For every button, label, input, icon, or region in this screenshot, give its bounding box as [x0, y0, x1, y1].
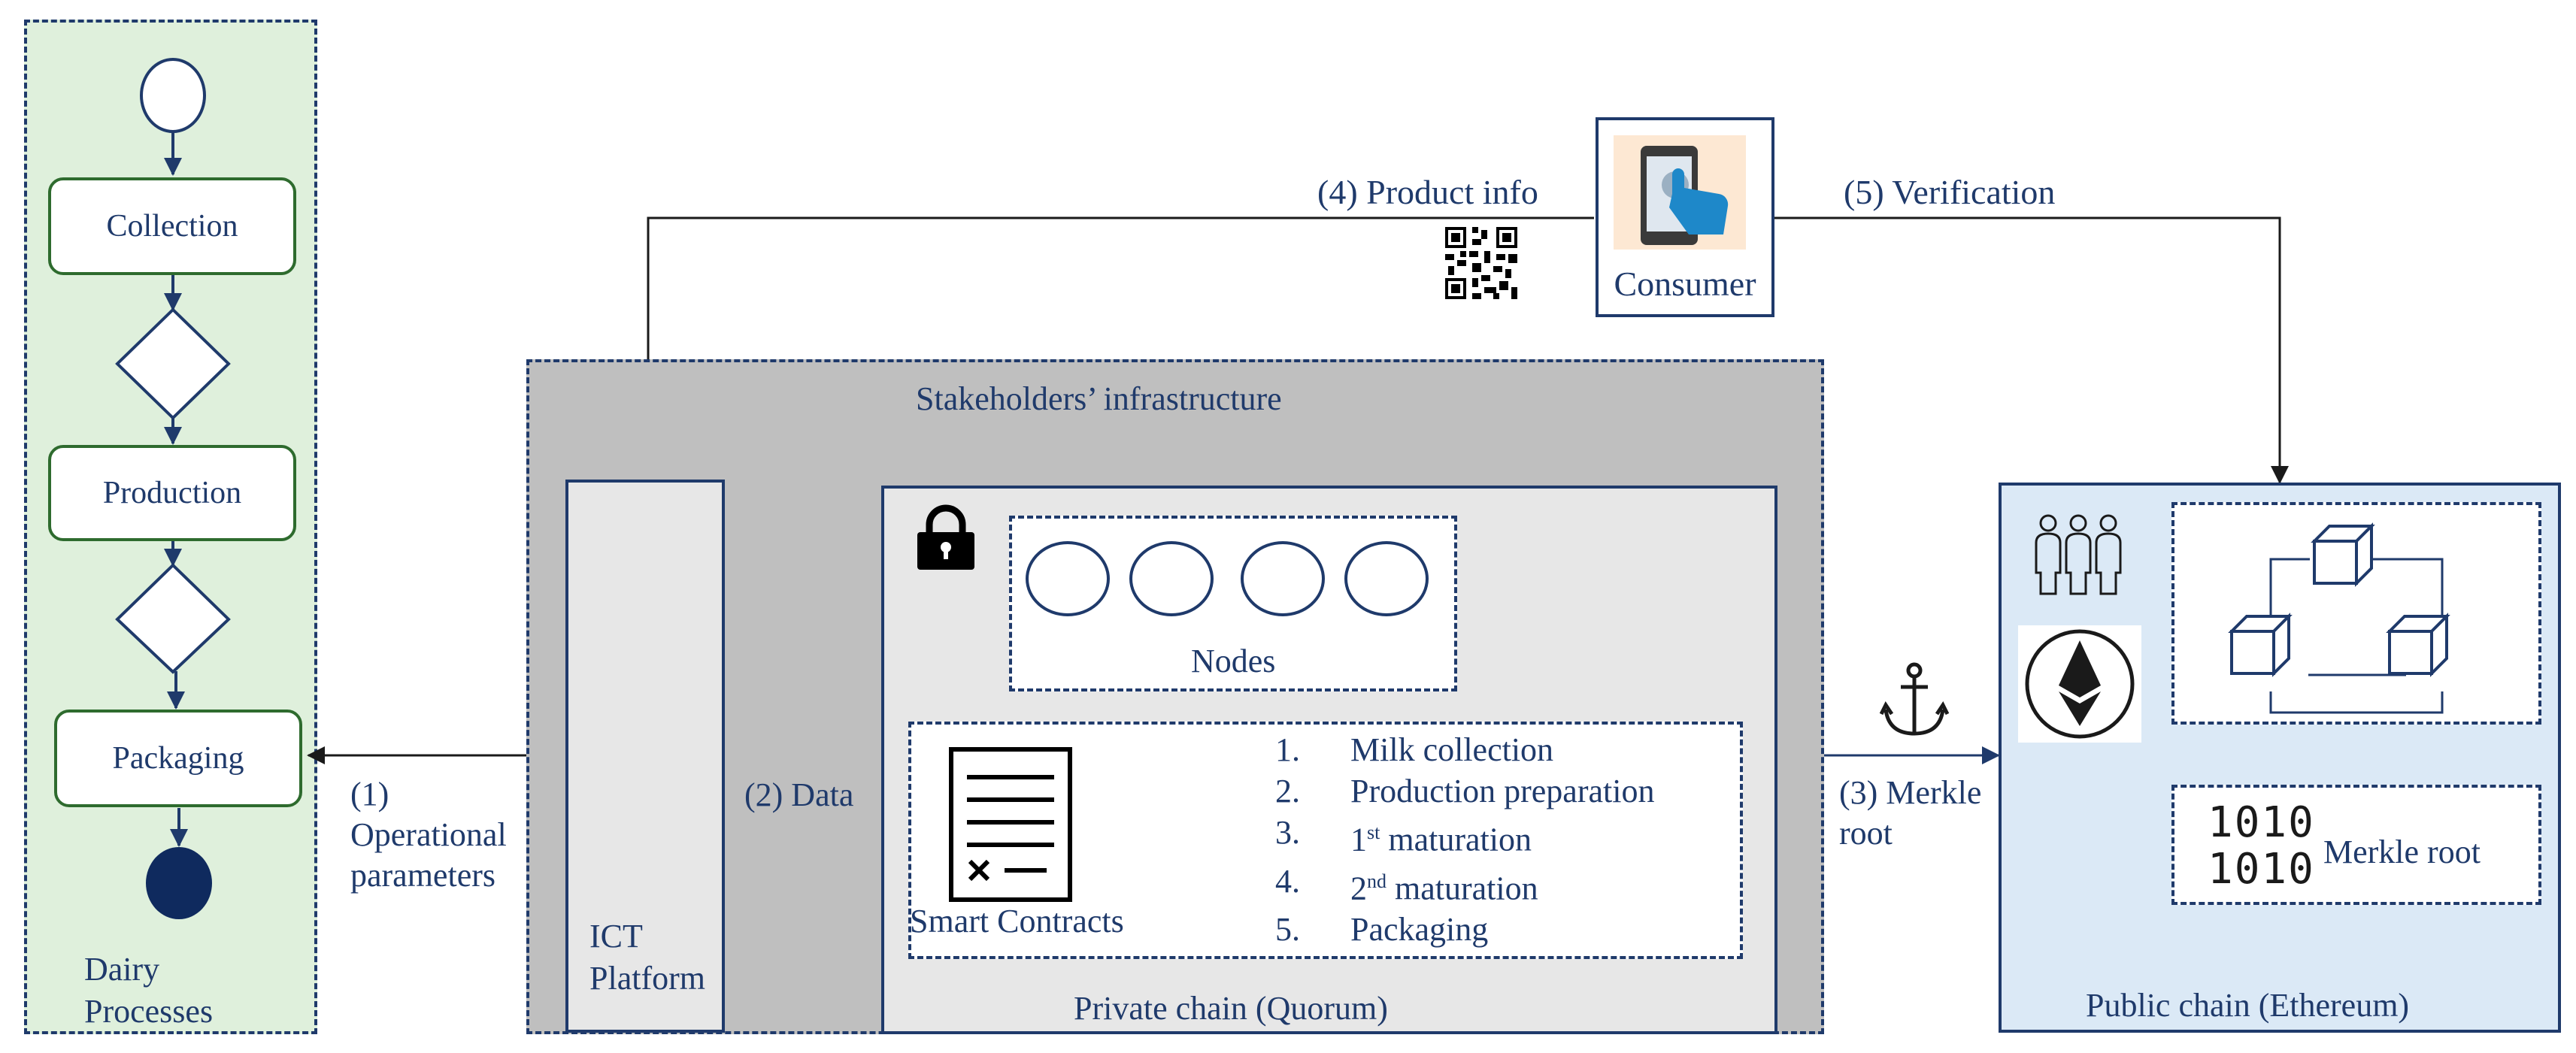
merkle-root-label: Merkle root [2323, 834, 2481, 870]
binary-icon: 1010 1010 [2208, 798, 2315, 894]
blockchain-blocks-icon [2228, 522, 2450, 714]
consumer-label: Consumer [1614, 265, 1756, 303]
packaging-step: Packaging [54, 710, 302, 807]
ethereum-icon [2018, 625, 2141, 743]
production-step: Production [48, 445, 296, 541]
node-circle [1026, 541, 1110, 616]
operational-params-label: (1) Operational parameters [350, 776, 507, 894]
contract-item: 2.Production preparation [1275, 773, 1655, 809]
contract-item: 5.Packaging [1275, 911, 1489, 949]
data-label: (2) Data [744, 776, 854, 813]
contracts-list: 1.Milk collection 2.Production preparati… [1275, 729, 1654, 950]
decision-diamond [115, 563, 231, 674]
node-circle [1344, 541, 1429, 616]
qr-code-icon [1442, 224, 1520, 302]
anchor-icon [1879, 662, 1950, 736]
stakeholders-title: Stakeholders’ infrastructure [916, 380, 1282, 417]
collection-step: Collection [48, 177, 296, 275]
dairy-processes-label: Dairy Processes [84, 951, 214, 1030]
verification-arrow [1774, 216, 2289, 484]
smartphone-touch-icon [1614, 135, 1746, 250]
merkle-arrow-label: (3) Merkle root [1839, 774, 1982, 852]
contract-item: 3.1st maturation [1275, 814, 1532, 858]
ict-platform-label: ICT Platform [589, 918, 705, 997]
decision-diamond [115, 307, 231, 420]
contract-item: 4.2nd maturation [1275, 862, 1538, 907]
flow-start-node [140, 58, 206, 133]
lock-icon [917, 504, 974, 570]
contract-document-icon [949, 747, 1072, 902]
ict-platform-box [565, 480, 725, 1033]
nodes-label: Nodes [1191, 643, 1276, 679]
node-circle [1129, 541, 1214, 616]
private-chain-label: Private chain (Quorum) [1074, 990, 1388, 1027]
merkle-root-box [2171, 785, 2541, 905]
verification-label: (5) Verification [1844, 173, 2056, 211]
flow-end-node [146, 847, 212, 919]
contract-item: 1.Milk collection [1275, 731, 1554, 768]
node-circle [1241, 541, 1325, 616]
smart-contracts-label: Smart Contracts [910, 903, 1124, 940]
public-chain-label: Public chain (Ethereum) [2086, 987, 2410, 1024]
people-icon [2035, 514, 2122, 595]
product-info-label: (4) Product info [1317, 173, 1538, 211]
